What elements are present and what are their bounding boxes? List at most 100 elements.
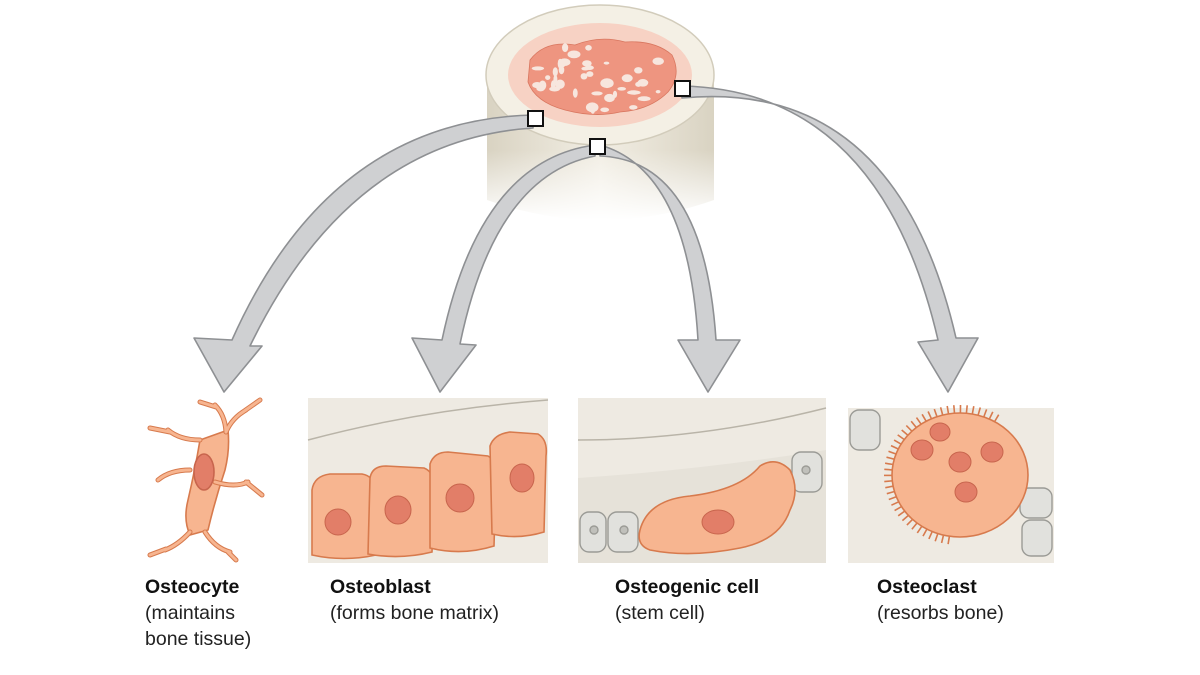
arrow-to-osteoblast <box>411 144 596 393</box>
arrow-to-osteoclast <box>681 85 979 393</box>
ruffle-fiber <box>940 534 945 544</box>
ruffle-fiber <box>933 408 938 417</box>
trabecular-hole <box>637 96 651 102</box>
ruffle-fiber <box>894 505 902 512</box>
trabecular-hole <box>604 80 609 84</box>
trabecular-hole <box>604 93 615 103</box>
arrow-to-osteocyte <box>193 114 534 393</box>
ruffle-fiber <box>885 485 894 489</box>
ruffle-fiber <box>890 444 899 450</box>
cell-description: (resorbs bone) <box>877 602 1004 624</box>
trabecular-hole <box>585 45 592 51</box>
cell-name: Osteoclast <box>877 576 977 598</box>
trabecular-hole <box>557 58 563 69</box>
ruffle-fiber <box>901 429 909 436</box>
ruffle-fiber <box>977 407 982 416</box>
ruffle-fiber <box>988 411 994 420</box>
ruffle-fiber <box>993 414 1000 423</box>
ruffle-fiber <box>884 480 893 483</box>
ruffle-fiber <box>983 409 988 418</box>
trabecular-holes <box>531 43 664 114</box>
label-osteoclast: Osteoclast (resorbs bone) <box>877 574 1004 626</box>
ruffle-fiber <box>965 405 968 414</box>
cell-name: Osteocyte <box>145 576 240 598</box>
ruffle-fiber <box>915 417 922 425</box>
osteocyte-nucleus <box>193 453 215 491</box>
ruffle-fiber <box>897 510 906 517</box>
trabecular-hole <box>612 90 618 98</box>
osteoblast-illustration <box>307 398 549 563</box>
cell-description: (forms bone matrix) <box>330 602 500 624</box>
trabecular-hole <box>600 107 610 113</box>
ruffle-fiber <box>921 413 927 422</box>
trabecular-hole <box>603 61 610 65</box>
differentiation-arrows <box>193 85 979 393</box>
ruffle-fiber <box>934 533 939 542</box>
osteoclast-illustration <box>848 404 1054 563</box>
cell-name: Osteogenic cell <box>615 576 760 598</box>
cell-name: Osteoblast <box>330 576 431 598</box>
spongy-bone <box>527 38 677 115</box>
trabecular-hole <box>634 67 643 74</box>
trabecular-hole <box>545 75 551 80</box>
osteogenic-illustration <box>577 398 827 563</box>
label-osteogenic: Osteogenic cell (stem cell) <box>615 574 759 626</box>
label-osteocyte: Osteocyte (maintains bone tissue) <box>145 574 251 652</box>
ruffle-fiber <box>884 462 894 466</box>
trabecular-hole <box>580 73 588 80</box>
ruffle-fiber <box>927 411 933 420</box>
trabecular-hole <box>590 108 595 114</box>
ruffle-fiber <box>897 434 905 441</box>
ruffle-fiber <box>916 525 923 534</box>
trabecular-hole <box>538 80 547 91</box>
marker-osteocyte <box>527 110 544 127</box>
trabecular-hole <box>553 75 558 84</box>
ruffle-fiber <box>922 528 928 537</box>
ruffle-fiber <box>905 424 913 432</box>
trabecular-hole <box>627 90 641 95</box>
ruffle-fiber <box>888 495 897 501</box>
trabecular-hole <box>586 71 594 77</box>
ruffle-fiber <box>891 501 900 506</box>
trabecular-hole <box>591 91 603 96</box>
trabecular-hole <box>655 90 661 94</box>
ruffle-fiber <box>901 514 909 522</box>
ruffle-fiber <box>906 518 914 526</box>
ruffle-fiber <box>953 405 956 414</box>
trabecular-hole <box>635 81 642 87</box>
trabecular-hole <box>572 88 578 98</box>
ruffle-fiber <box>910 420 917 429</box>
sample-markers <box>527 80 691 155</box>
ruffle-fiber <box>886 490 895 495</box>
cell-description: (maintains bone tissue) <box>145 602 252 650</box>
ruffle-fiber <box>946 405 950 415</box>
ruffle-fiber <box>947 536 951 545</box>
ruffle-fiber <box>884 468 893 471</box>
cell-description: (stem cell) <box>615 602 705 624</box>
trabecular-hole <box>581 66 590 71</box>
osteocyte-illustration <box>147 397 265 563</box>
marker-osteogenic <box>589 138 606 155</box>
marker-osteoclast <box>674 80 691 97</box>
trabecular-hole <box>562 43 569 52</box>
trabecular-hole <box>617 87 626 91</box>
label-osteoblast: Osteoblast (forms bone matrix) <box>330 574 499 626</box>
trabecular-hole <box>552 67 558 77</box>
ruffle-fiber <box>971 406 975 415</box>
trabecular-hole <box>621 74 633 83</box>
trabecular-hole <box>652 57 664 65</box>
trabecular-hole <box>585 102 599 113</box>
trabecular-hole <box>555 79 565 89</box>
trabecular-hole <box>629 105 638 110</box>
arrow-to-osteogenic <box>599 144 741 393</box>
ruffle-fiber <box>893 439 902 445</box>
ruffled-border <box>884 404 1000 545</box>
ruffle-fiber <box>888 450 897 455</box>
trabecular-hole <box>531 66 545 71</box>
trabecular-hole <box>567 50 581 59</box>
ruffle-fiber <box>911 522 918 530</box>
ruffle-fiber <box>928 531 933 540</box>
ruffle-fiber <box>939 407 944 416</box>
ruffle-fiber <box>886 456 895 460</box>
